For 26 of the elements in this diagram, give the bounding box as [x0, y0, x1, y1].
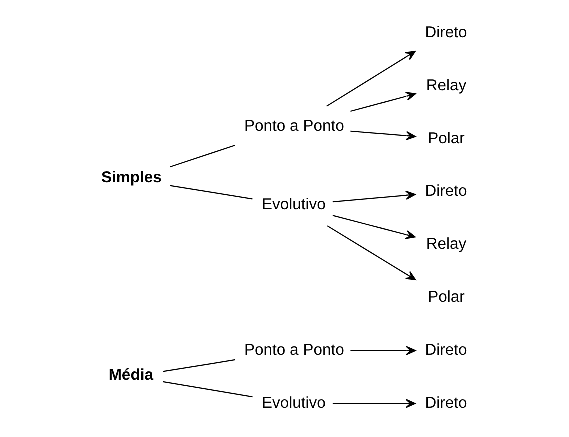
- node-text: Ponto a Ponto: [244, 118, 344, 135]
- node-text: Relay: [426, 77, 467, 94]
- node-text: Evolutivo: [262, 196, 326, 214]
- node-text: Direto: [425, 24, 468, 42]
- node-text: Polar: [428, 130, 465, 148]
- arrow: [327, 226, 416, 281]
- node-text: Relay: [426, 236, 467, 254]
- connector: [170, 185, 253, 200]
- arrow: [332, 399, 416, 408]
- node-text: Simples: [102, 170, 162, 187]
- connector: [163, 359, 236, 372]
- node-text: Média: [108, 366, 154, 384]
- node-text: Direto: [425, 183, 468, 200]
- node-text: Evolutivo: [262, 394, 326, 412]
- connector: [170, 144, 236, 168]
- arrow: [332, 215, 416, 240]
- connector: [163, 381, 253, 398]
- arrow: [332, 190, 416, 203]
- node-text: Direto: [425, 394, 468, 412]
- arrow: [350, 346, 416, 356]
- node-text: Ponto a Ponto: [244, 342, 344, 359]
- node-text: Direto: [425, 342, 468, 359]
- node-text: Polar: [428, 289, 465, 306]
- arrow: [350, 130, 416, 141]
- arrow: [350, 92, 416, 112]
- arrow: [326, 51, 416, 107]
